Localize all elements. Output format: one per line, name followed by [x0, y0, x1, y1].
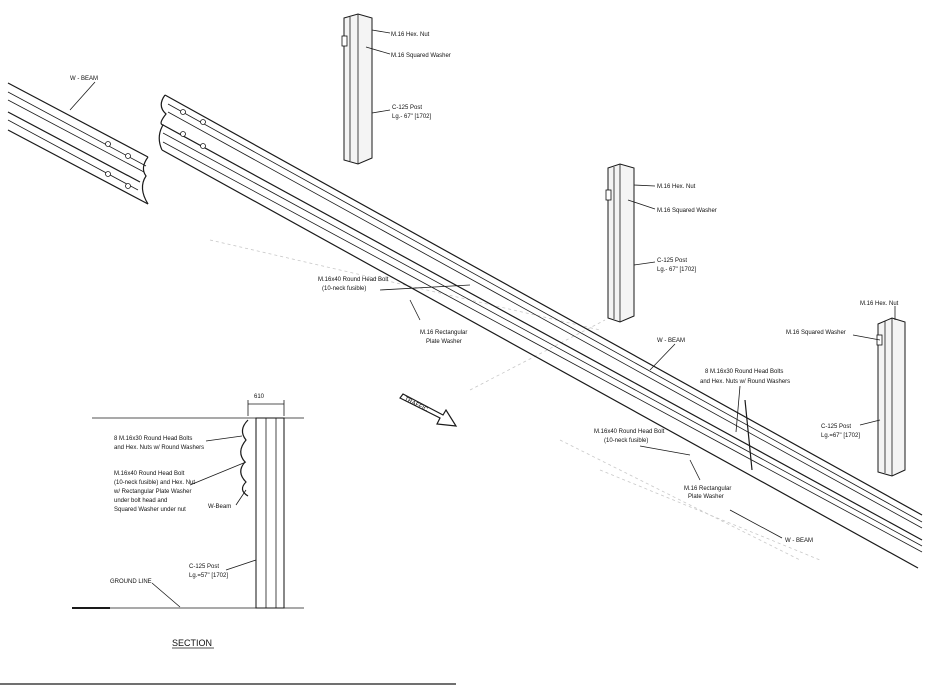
middle-post [605, 163, 656, 323]
top-post-hex-nut-label: M.16 Hex. Nut [391, 32, 430, 38]
upper-bolt-label-1: M.16x40 Round Head Bolt [318, 277, 389, 283]
section-detail [72, 400, 304, 649]
mid-post-hex-nut-label: M.16 Hex. Nut [657, 184, 696, 190]
left-beam-label: W - BEAM [70, 76, 98, 82]
mid-post-washer-label: M.16 Squared Washer [657, 208, 717, 214]
section-dimension: 610 [254, 394, 265, 400]
right-post-hex-nut-label: M.16 Hex. Nut [860, 301, 899, 307]
ground-line-label: GROUND LINE [110, 579, 152, 585]
right-post-label-2: Lg.=67" [1702] [821, 433, 860, 439]
top-post-label-1: C-125 Post [392, 105, 422, 111]
lower-bolt-label-2: (10-neck fusible) [604, 438, 648, 444]
right-post-label-1: C-125 Post [821, 424, 851, 430]
upper-washer-label-1: M.16 Rectangular [420, 330, 467, 336]
center-beam-label: W - BEAM [657, 338, 685, 344]
section-title: SECTION [172, 638, 212, 648]
lower-beam-label: W - BEAM [785, 538, 813, 544]
section-assembly-label-4: under bolt head and [114, 498, 167, 504]
splice-bolts-label-1: 8 M.16x30 Round Head Bolts [705, 369, 783, 375]
top-post [341, 13, 391, 165]
top-post-label-2: Lg.- 67" [1702] [392, 114, 431, 120]
right-post [852, 306, 906, 477]
beam-leaders [69, 81, 783, 539]
right-post-washer-label: M.16 Squared Washer [786, 330, 846, 336]
left-w-beam [7, 82, 149, 205]
section-post-label-2: Lg.=57" [1702] [189, 573, 228, 579]
section-bolts-label-1: 8 M.16x30 Round Head Bolts [114, 436, 192, 442]
main-w-beam [158, 94, 923, 569]
section-assembly-label-5: Squared Washer under nut [114, 507, 186, 513]
construction-lines [209, 239, 821, 561]
mid-post-label-2: Lg.- 67" [1702] [657, 267, 696, 273]
section-assembly-label-2: (10-neck fusible) and Hex. Nut [114, 480, 195, 486]
labels: M.16 Hex. Nut M.16 Squared Washer C-125 … [70, 32, 899, 648]
lower-washer-label-1: M.16 Rectangular [684, 486, 731, 492]
mid-post-label-1: C-125 Post [657, 258, 687, 264]
upper-washer-label-2: Plate Washer [426, 339, 462, 345]
section-assembly-label-1: M.16x40 Round Head Bolt [114, 471, 185, 477]
traffic-arrow: TRAFFIC [399, 393, 458, 427]
upper-bolt-label-2: (10-neck fusible) [322, 286, 366, 292]
lower-bolt-label-1: M.16x40 Round Head Bolt [594, 429, 665, 435]
section-wbeam-label: W-Beam [208, 504, 231, 510]
section-assembly-label-3: w/ Rectangular Plate Washer [113, 489, 191, 495]
lower-washer-label-2: Plate Washer [688, 494, 724, 500]
section-post-label-1: C-125 Post [189, 564, 219, 570]
section-bolts-label-2: and Hex. Nuts w/ Round Washers [114, 445, 204, 451]
top-post-washer-label: M.16 Squared Washer [391, 53, 451, 59]
splice-bolts-label-2: and Hex. Nuts w/ Round Washers [700, 379, 790, 385]
